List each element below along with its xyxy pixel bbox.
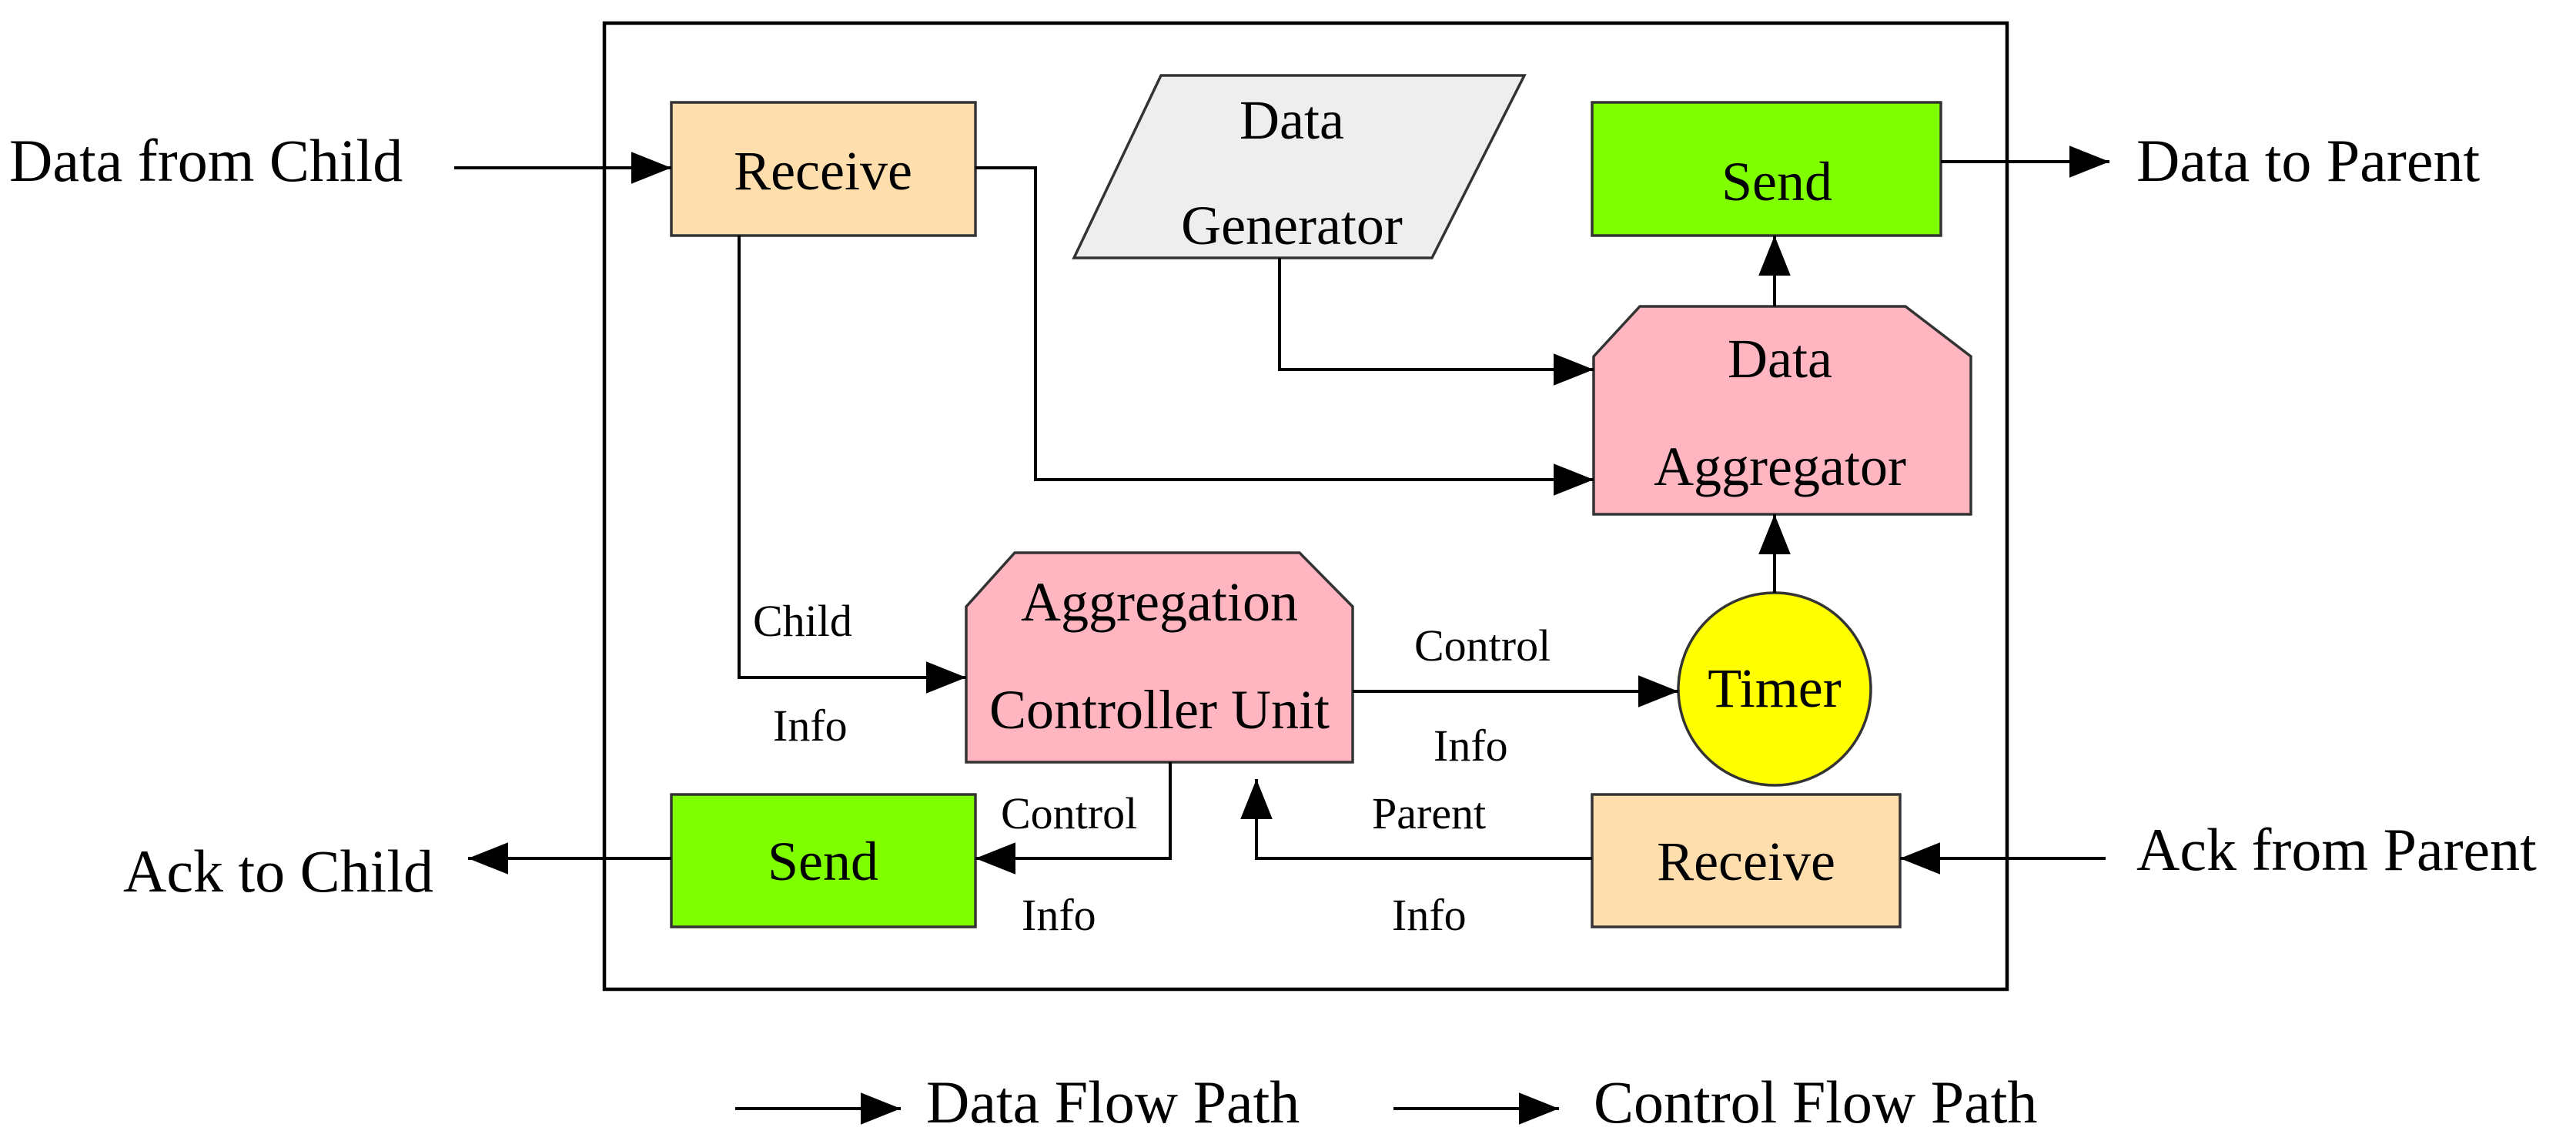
ack-from-parent-label: Ack from Parent bbox=[2136, 816, 2537, 883]
ack-to-child-label: Ack to Child bbox=[123, 838, 433, 905]
send-bottom-label: Send bbox=[768, 831, 878, 892]
data-to-parent-label: Data to Parent bbox=[2136, 127, 2481, 194]
parent-info-label-1: Parent bbox=[1372, 788, 1486, 838]
legend: Data Flow Path Control Flow Path bbox=[735, 1069, 2037, 1136]
timer-label: Timer bbox=[1708, 657, 1841, 719]
control-info-timer-label-1: Control bbox=[1414, 621, 1551, 671]
legend-control-flow-label: Control Flow Path bbox=[1594, 1069, 2037, 1136]
receive-bottom-label: Receive bbox=[1657, 831, 1835, 892]
node-frame bbox=[602, 21, 2009, 992]
receive-block-bottom: Receive bbox=[1591, 793, 1902, 928]
arrow-control-to-send bbox=[975, 762, 1172, 875]
arrow-generator-to-aggregator bbox=[1278, 258, 1594, 386]
child-info-label-2: Info bbox=[773, 701, 848, 751]
send-block-top: Send bbox=[1591, 101, 1942, 237]
receive-block-top: Receive bbox=[670, 101, 977, 237]
data-from-child-label: Data from Child bbox=[9, 127, 403, 194]
timer-block: Timer bbox=[1677, 591, 1872, 787]
data-generator-label-2: Generator bbox=[1181, 195, 1403, 256]
data-generator-label-1: Data bbox=[1239, 89, 1344, 151]
acu-label-1: Aggregation bbox=[1021, 571, 1298, 633]
aggregation-controller-unit-block: Aggregation Controller Unit bbox=[965, 551, 1354, 764]
control-info-send-label-2: Info bbox=[1022, 890, 1096, 940]
data-aggregator-label-1: Data bbox=[1728, 328, 1832, 390]
legend-data-flow-label: Data Flow Path bbox=[926, 1069, 1300, 1136]
data-aggregator-label-2: Aggregator bbox=[1654, 436, 1906, 497]
arrow-child-info bbox=[738, 236, 966, 694]
data-aggregator-block: Data Aggregator bbox=[1592, 305, 1972, 516]
control-info-timer-label-2: Info bbox=[1434, 721, 1508, 771]
acu-label-2: Controller Unit bbox=[989, 679, 1330, 741]
receive-top-label: Receive bbox=[734, 140, 912, 202]
send-top-label: Send bbox=[1721, 151, 1832, 212]
arrow-receive-to-aggregator bbox=[975, 166, 1594, 496]
child-info-label-1: Child bbox=[753, 596, 852, 646]
arrow-parent-info bbox=[1240, 779, 1592, 860]
data-generator-block: Data Generator bbox=[1072, 74, 1527, 259]
control-info-send-label-1: Control bbox=[1001, 788, 1137, 838]
parent-info-label-2: Info bbox=[1392, 890, 1467, 940]
send-block-bottom: Send bbox=[670, 793, 977, 928]
